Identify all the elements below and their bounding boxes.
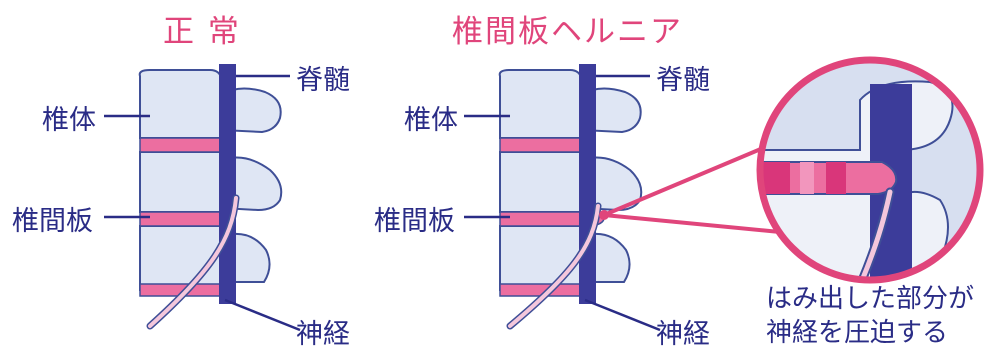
hernia-label-vertebral-body: 椎体 <box>404 105 458 136</box>
zoom-caption: はみ出した部分が 神経を圧迫する <box>766 282 974 350</box>
hernia-spine-illustration <box>464 64 661 332</box>
normal-label-nerve: 神経 <box>296 319 350 350</box>
callout-line-bottom <box>603 213 781 234</box>
hernia-label-disc: 椎間板 <box>374 206 455 237</box>
hernia-vertebra-upper <box>498 69 642 139</box>
normal-panel: 正 常 脊髄 椎体 椎間板 神経 <box>0 0 380 350</box>
zoom-caption-line2: 神経を圧迫する <box>766 318 949 348</box>
callout-line-top <box>603 144 769 217</box>
normal-label-vertebral-body: 椎体 <box>42 105 96 136</box>
vertebra-upper <box>138 69 282 139</box>
hernia-title: 椎間板ヘルニア <box>452 14 683 50</box>
normal-label-spinal-cord: 脊髄 <box>296 65 350 96</box>
vertebra-middle <box>139 151 283 213</box>
hernia-label-spinal-cord: 脊髄 <box>656 65 710 96</box>
hernia-label-nerve: 神経 <box>656 319 710 350</box>
normal-spine-illustration <box>104 64 301 332</box>
zoom-circle-border <box>756 56 984 284</box>
zoom-caption-line1: はみ出した部分が <box>766 284 975 314</box>
normal-title: 正 常 <box>163 14 241 50</box>
hernia-panel: 椎間板ヘルニア 脊髄 椎体 椎間板 神経 <box>360 0 740 350</box>
hernia-vertebra-middle <box>499 151 643 213</box>
normal-label-disc: 椎間板 <box>12 206 93 237</box>
